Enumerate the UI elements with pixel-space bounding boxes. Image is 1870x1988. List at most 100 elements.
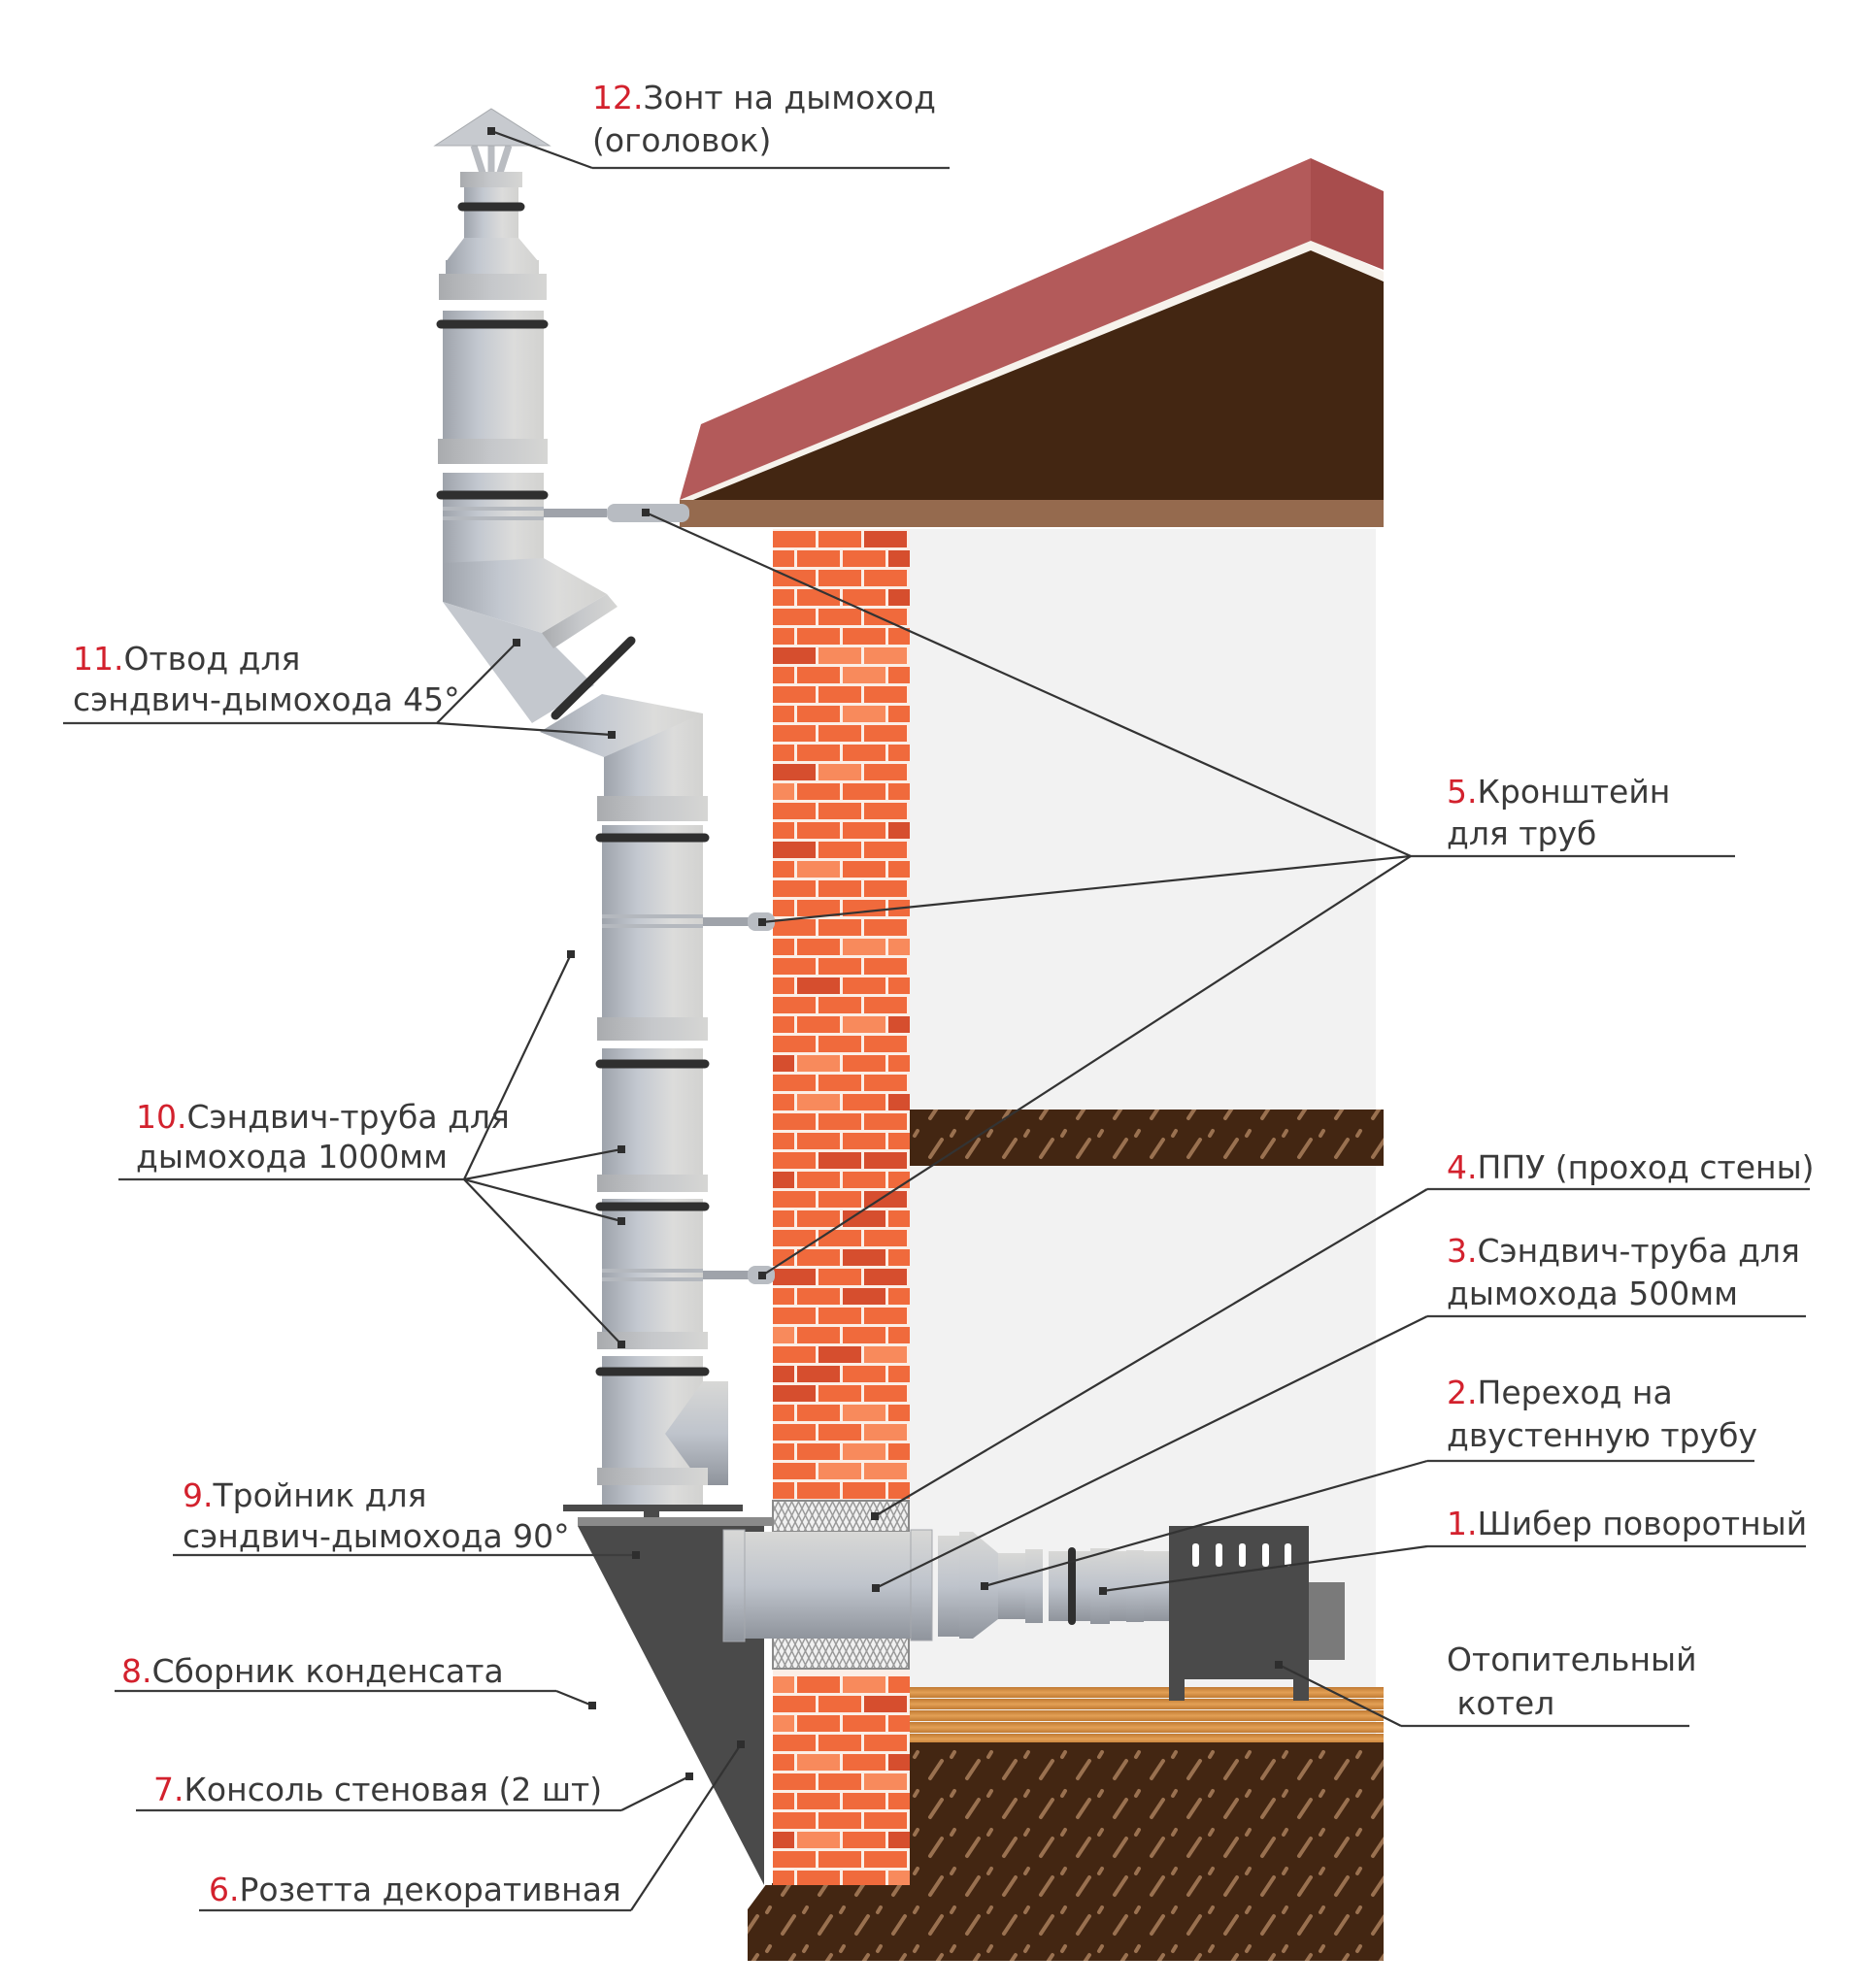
brick [797,1754,840,1771]
brick [818,1075,861,1091]
brick [773,1113,816,1130]
brick [773,1249,794,1266]
brick [797,667,840,683]
brick [864,1424,907,1441]
brick [818,803,861,819]
brick [843,783,885,800]
roof-sheet [680,158,1311,500]
brick [843,1754,885,1771]
brick [773,686,816,703]
brick [888,1094,910,1110]
brick [888,1793,910,1809]
wall-bracket [544,504,689,522]
brick [843,550,885,567]
brick [773,1075,816,1091]
brick [888,1366,910,1382]
brick [797,783,840,800]
brick [864,1773,907,1790]
brick [773,822,794,839]
label-8: 8.Сборник конденсата [121,1652,504,1690]
brick [797,861,840,878]
brick [797,1482,840,1499]
brick [864,1463,907,1479]
condensate-collector-plate [563,1505,743,1511]
brick [773,1152,816,1169]
brick [773,1871,794,1885]
brick [818,842,861,858]
brick [864,1812,907,1829]
brick [797,550,840,567]
brick [818,1424,861,1441]
brick [818,1308,861,1324]
brick [773,880,816,897]
brick [797,1715,840,1732]
brick [843,1793,885,1809]
brick [864,609,907,625]
brick [818,764,861,780]
brick [797,900,840,916]
brick [797,939,840,955]
brick [773,1443,794,1460]
label-6: 6.Розетта декоративная [209,1871,621,1908]
brick [797,1094,840,1110]
brick [888,1055,910,1072]
brick [773,1366,794,1382]
brick [818,1269,861,1285]
brick [773,745,794,761]
brick [888,1715,910,1732]
brick [773,803,816,819]
foundation-soil [910,1742,1384,1961]
brick [864,1346,907,1363]
brick [818,1812,861,1829]
brick [888,667,910,683]
brick [797,1172,840,1188]
brick [773,1424,816,1441]
brick [797,1405,840,1421]
chimney [433,108,1345,1885]
brick [888,628,910,645]
label-3-line2: дымохода 500мм [1447,1275,1738,1312]
brick [773,1832,794,1848]
brick [773,628,794,645]
brick [843,1832,885,1848]
brick [888,977,910,994]
brick [797,977,840,994]
roof-side [1311,158,1384,270]
brick [797,706,840,722]
brick [864,1152,907,1169]
brick [843,667,885,683]
brick [818,1385,861,1402]
brick [864,647,907,664]
label-2-line2: двустенную трубу [1447,1416,1757,1454]
brick [864,725,907,742]
brick [818,958,861,975]
wood-plank [910,1710,1384,1721]
wood-plank [910,1722,1384,1733]
brick [797,1055,840,1072]
brick [843,1482,885,1499]
label-7: 7.Консоль стеновая (2 шт) [153,1771,602,1808]
brick [818,1696,861,1712]
brick [843,1172,885,1188]
label-3: 3.Сэндвич-труба для [1447,1232,1800,1270]
brick [773,1405,794,1421]
brick [797,1832,840,1848]
brick [773,706,794,722]
brick [773,550,794,567]
brick-wall [773,529,910,1885]
brick [888,1754,910,1771]
brick [818,531,861,547]
brick [773,1327,794,1343]
brick [773,1191,816,1208]
brick [797,1443,840,1460]
brick [773,1385,816,1402]
label-boiler: Отопительный [1447,1640,1697,1678]
wood-plank [910,1687,1384,1698]
label-10-line2: дымохода 1000мм [136,1138,448,1176]
label-2: 2.Переход на [1447,1374,1673,1411]
brick [818,609,861,625]
brick [773,783,794,800]
rotary-damper [1049,1547,1170,1625]
brick [888,1288,910,1305]
